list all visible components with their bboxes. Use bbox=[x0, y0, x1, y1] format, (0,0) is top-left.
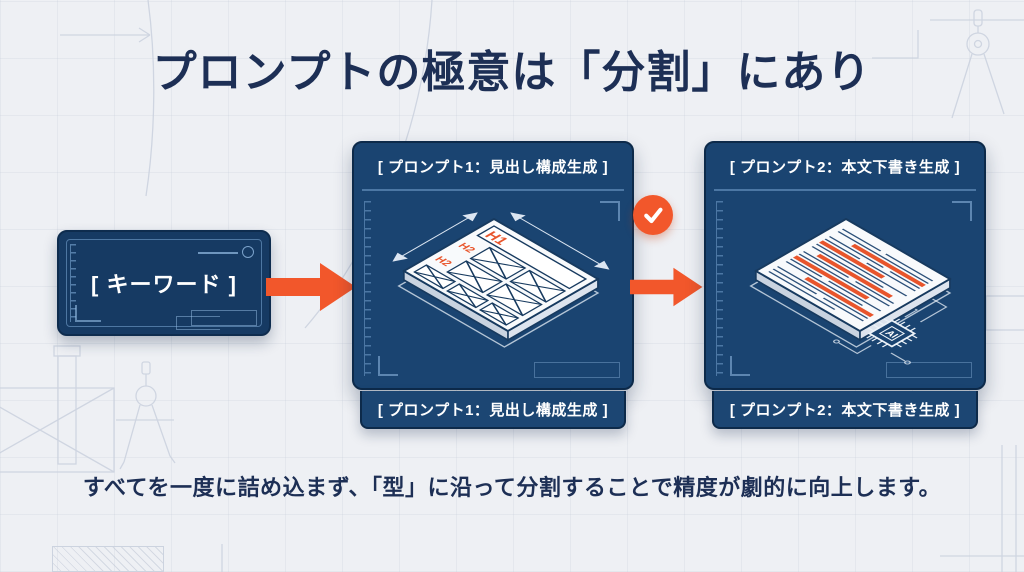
step2-bottom-label-bar: [ プロンプト2：本文下書き生成 ] bbox=[712, 391, 978, 429]
divider bbox=[362, 189, 624, 191]
draft-document-illustration: AI bbox=[749, 217, 952, 365]
mast-decoration bbox=[53, 345, 81, 465]
ruler-ticks-decoration bbox=[364, 201, 372, 376]
circle-node-decoration bbox=[242, 246, 254, 258]
corner-bracket-decoration bbox=[952, 201, 972, 221]
ai-chip-icon: AI bbox=[866, 318, 918, 348]
arc-decoration-small bbox=[145, 0, 155, 197]
ai-chip-label: AI bbox=[882, 329, 900, 340]
step1-bottom-label: [ プロンプト1：見出し構成生成 ] bbox=[377, 401, 609, 419]
keyword-box-frame bbox=[66, 239, 262, 327]
corner-bracket-decoration bbox=[75, 305, 101, 322]
step-line-decoration bbox=[872, 19, 1024, 59]
corner-bracket-decoration bbox=[378, 356, 398, 376]
step2-top-label: [ プロンプト2：本文下書き生成 ] bbox=[729, 158, 961, 176]
wireframe-document-illustration: H1 H2 H2 bbox=[392, 212, 610, 348]
square-decoration bbox=[985, 295, 1024, 331]
flow-arrow-right-icon bbox=[266, 263, 356, 311]
success-check-badge bbox=[633, 195, 673, 235]
ruler-ticks-decoration bbox=[716, 201, 724, 376]
flow-arrow-right-icon bbox=[630, 267, 703, 307]
edge-line-decoration bbox=[221, 445, 1024, 572]
step1-top-label: [ プロンプト1：見出し構成生成 ] bbox=[377, 158, 609, 176]
divider bbox=[714, 189, 976, 191]
footer-text: すべてを一度に詰め込まず、「型」に沿って分割することで精度が劇的に向上します。 bbox=[82, 475, 942, 500]
arrow-sketch-decoration bbox=[60, 27, 151, 43]
step2-bottom-label: [ プロンプト2：本文下書き生成 ] bbox=[729, 401, 961, 419]
corner-bracket-decoration bbox=[600, 201, 620, 221]
step-outline-decoration bbox=[176, 310, 257, 330]
ruler-ticks-decoration bbox=[70, 244, 77, 322]
step2-panel: [ プロンプト2：本文下書き生成 ] bbox=[704, 141, 986, 390]
crossed-box-decoration bbox=[0, 387, 115, 473]
step-outline-decoration bbox=[534, 362, 620, 378]
corner-bracket-decoration bbox=[730, 356, 750, 376]
keyword-label: [ キーワード ] bbox=[91, 272, 237, 297]
check-icon bbox=[644, 207, 663, 224]
compass-icon bbox=[116, 361, 176, 470]
compass-icon-top-right bbox=[951, 9, 1005, 119]
step-outline-decoration bbox=[886, 362, 972, 378]
keyword-box: [ キーワード ] bbox=[57, 230, 271, 336]
step1-bottom-label-bar: [ プロンプト1：見出し構成生成 ] bbox=[360, 391, 626, 429]
step1-panel: [ プロンプト1：見出し構成生成 ] H1 H2 bbox=[352, 141, 634, 390]
callout-line-decoration bbox=[198, 252, 238, 254]
slide-title: プロンプトの極意は「分割」にあり bbox=[152, 48, 872, 97]
